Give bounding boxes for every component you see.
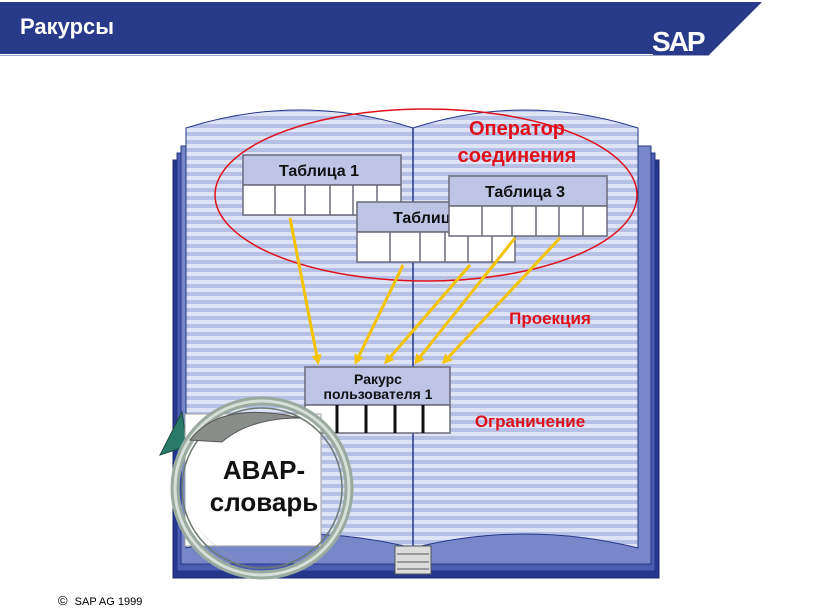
projection-label: Проекция bbox=[509, 309, 591, 328]
abap-dictionary-label-line1: ABAP- bbox=[223, 455, 305, 485]
page-title: Ракурсы bbox=[20, 14, 115, 39]
selection-label: Ограничение bbox=[475, 412, 585, 431]
arrow-table3-to-view-b bbox=[441, 236, 562, 365]
arrow-table1-to-view bbox=[288, 217, 322, 365]
header-bar: Ракурсы SAP bbox=[0, 0, 816, 57]
copyright: © SAP AG 1999 bbox=[58, 593, 142, 608]
copyright-text: SAP AG 1999 bbox=[74, 596, 143, 608]
projection-arrows bbox=[288, 217, 562, 365]
magnifier-icon bbox=[158, 396, 354, 580]
abap-dictionary-label-line2: словарь bbox=[210, 487, 318, 517]
join-operator-label-line1: Оператор bbox=[469, 118, 565, 140]
table-3: Таблица 3 bbox=[448, 175, 608, 237]
copyright-symbol: © bbox=[58, 593, 68, 608]
arrow-table2-to-view-a bbox=[354, 264, 405, 365]
join-operator-ellipse bbox=[214, 108, 638, 282]
user-view-label-line1: Ракурс bbox=[354, 371, 402, 387]
header-background bbox=[0, 2, 770, 57]
table-3-label: Таблица 3 bbox=[485, 184, 565, 201]
table-1-label: Таблица 1 bbox=[279, 163, 359, 180]
user-view-label-line2: пользователя 1 bbox=[324, 386, 433, 402]
arrow-table3-to-view-a bbox=[414, 237, 517, 365]
user-view-1: Ракурс пользователя 1 bbox=[304, 366, 451, 434]
join-operator-label-line2: соединения bbox=[458, 145, 577, 167]
arrow-table2-to-view-b bbox=[384, 264, 472, 365]
sap-logo: SAP bbox=[652, 26, 706, 57]
